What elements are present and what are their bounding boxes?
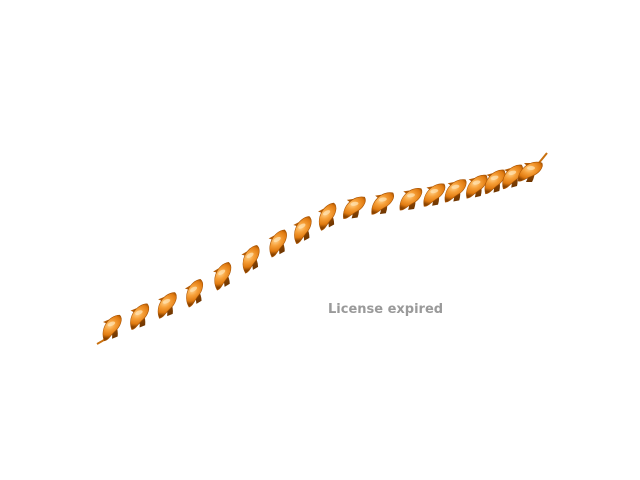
helix-turns <box>102 161 543 342</box>
helix-turn <box>423 183 446 207</box>
helix-turn <box>517 161 543 182</box>
ribbon-highlight <box>508 170 517 175</box>
helix-turn <box>157 292 177 319</box>
helix-turn <box>268 229 287 258</box>
helix-turn <box>184 278 204 308</box>
ribbon-front <box>269 229 287 258</box>
ribbon-front <box>157 292 177 319</box>
ribbon-front <box>371 192 394 215</box>
ribbon-highlight <box>322 210 331 216</box>
helix-turn <box>130 303 150 330</box>
helix-turn <box>444 179 467 203</box>
ribbon-highlight <box>162 298 171 304</box>
helix-turn <box>343 196 366 219</box>
ribbon-highlight <box>451 184 460 189</box>
ribbon-highlight <box>298 223 306 229</box>
ribbon-highlight <box>350 201 359 206</box>
ribbon-front <box>242 245 260 274</box>
ribbon-highlight <box>135 310 143 316</box>
license-watermark: License expired <box>328 302 444 317</box>
ribbon-highlight <box>527 166 535 170</box>
ribbon-front <box>343 196 366 219</box>
ribbon-front <box>318 202 337 231</box>
ribbon-front <box>130 303 150 330</box>
ribbon-highlight <box>107 321 116 327</box>
ribbon-highlight <box>246 252 254 259</box>
helix-turn <box>213 261 232 291</box>
ribbon-front <box>214 261 232 291</box>
ribbon-front <box>186 278 204 308</box>
helix-turn <box>502 164 523 190</box>
ribbon-highlight <box>407 193 415 198</box>
helix-turn <box>241 245 260 274</box>
helix-turn <box>466 174 488 199</box>
ribbon-front <box>102 314 122 342</box>
ribbon-front <box>517 161 543 182</box>
helix-turn <box>399 188 423 211</box>
helix-turn <box>293 216 312 245</box>
ribbon-highlight <box>273 236 281 243</box>
helix-turn <box>102 314 122 342</box>
helix-turn <box>371 192 394 215</box>
ribbon-highlight <box>218 269 226 275</box>
ribbon-front <box>399 188 423 211</box>
ribbon-highlight <box>430 188 439 194</box>
ribbon-highlight <box>378 197 387 202</box>
ribbon-highlight <box>189 286 198 292</box>
ribbon-highlight <box>490 175 499 180</box>
ribbon-front <box>444 179 467 203</box>
ribbon-highlight <box>472 180 481 185</box>
ribbon-front <box>294 216 312 245</box>
ribbon-front <box>423 183 446 207</box>
helix-turn <box>318 202 337 231</box>
